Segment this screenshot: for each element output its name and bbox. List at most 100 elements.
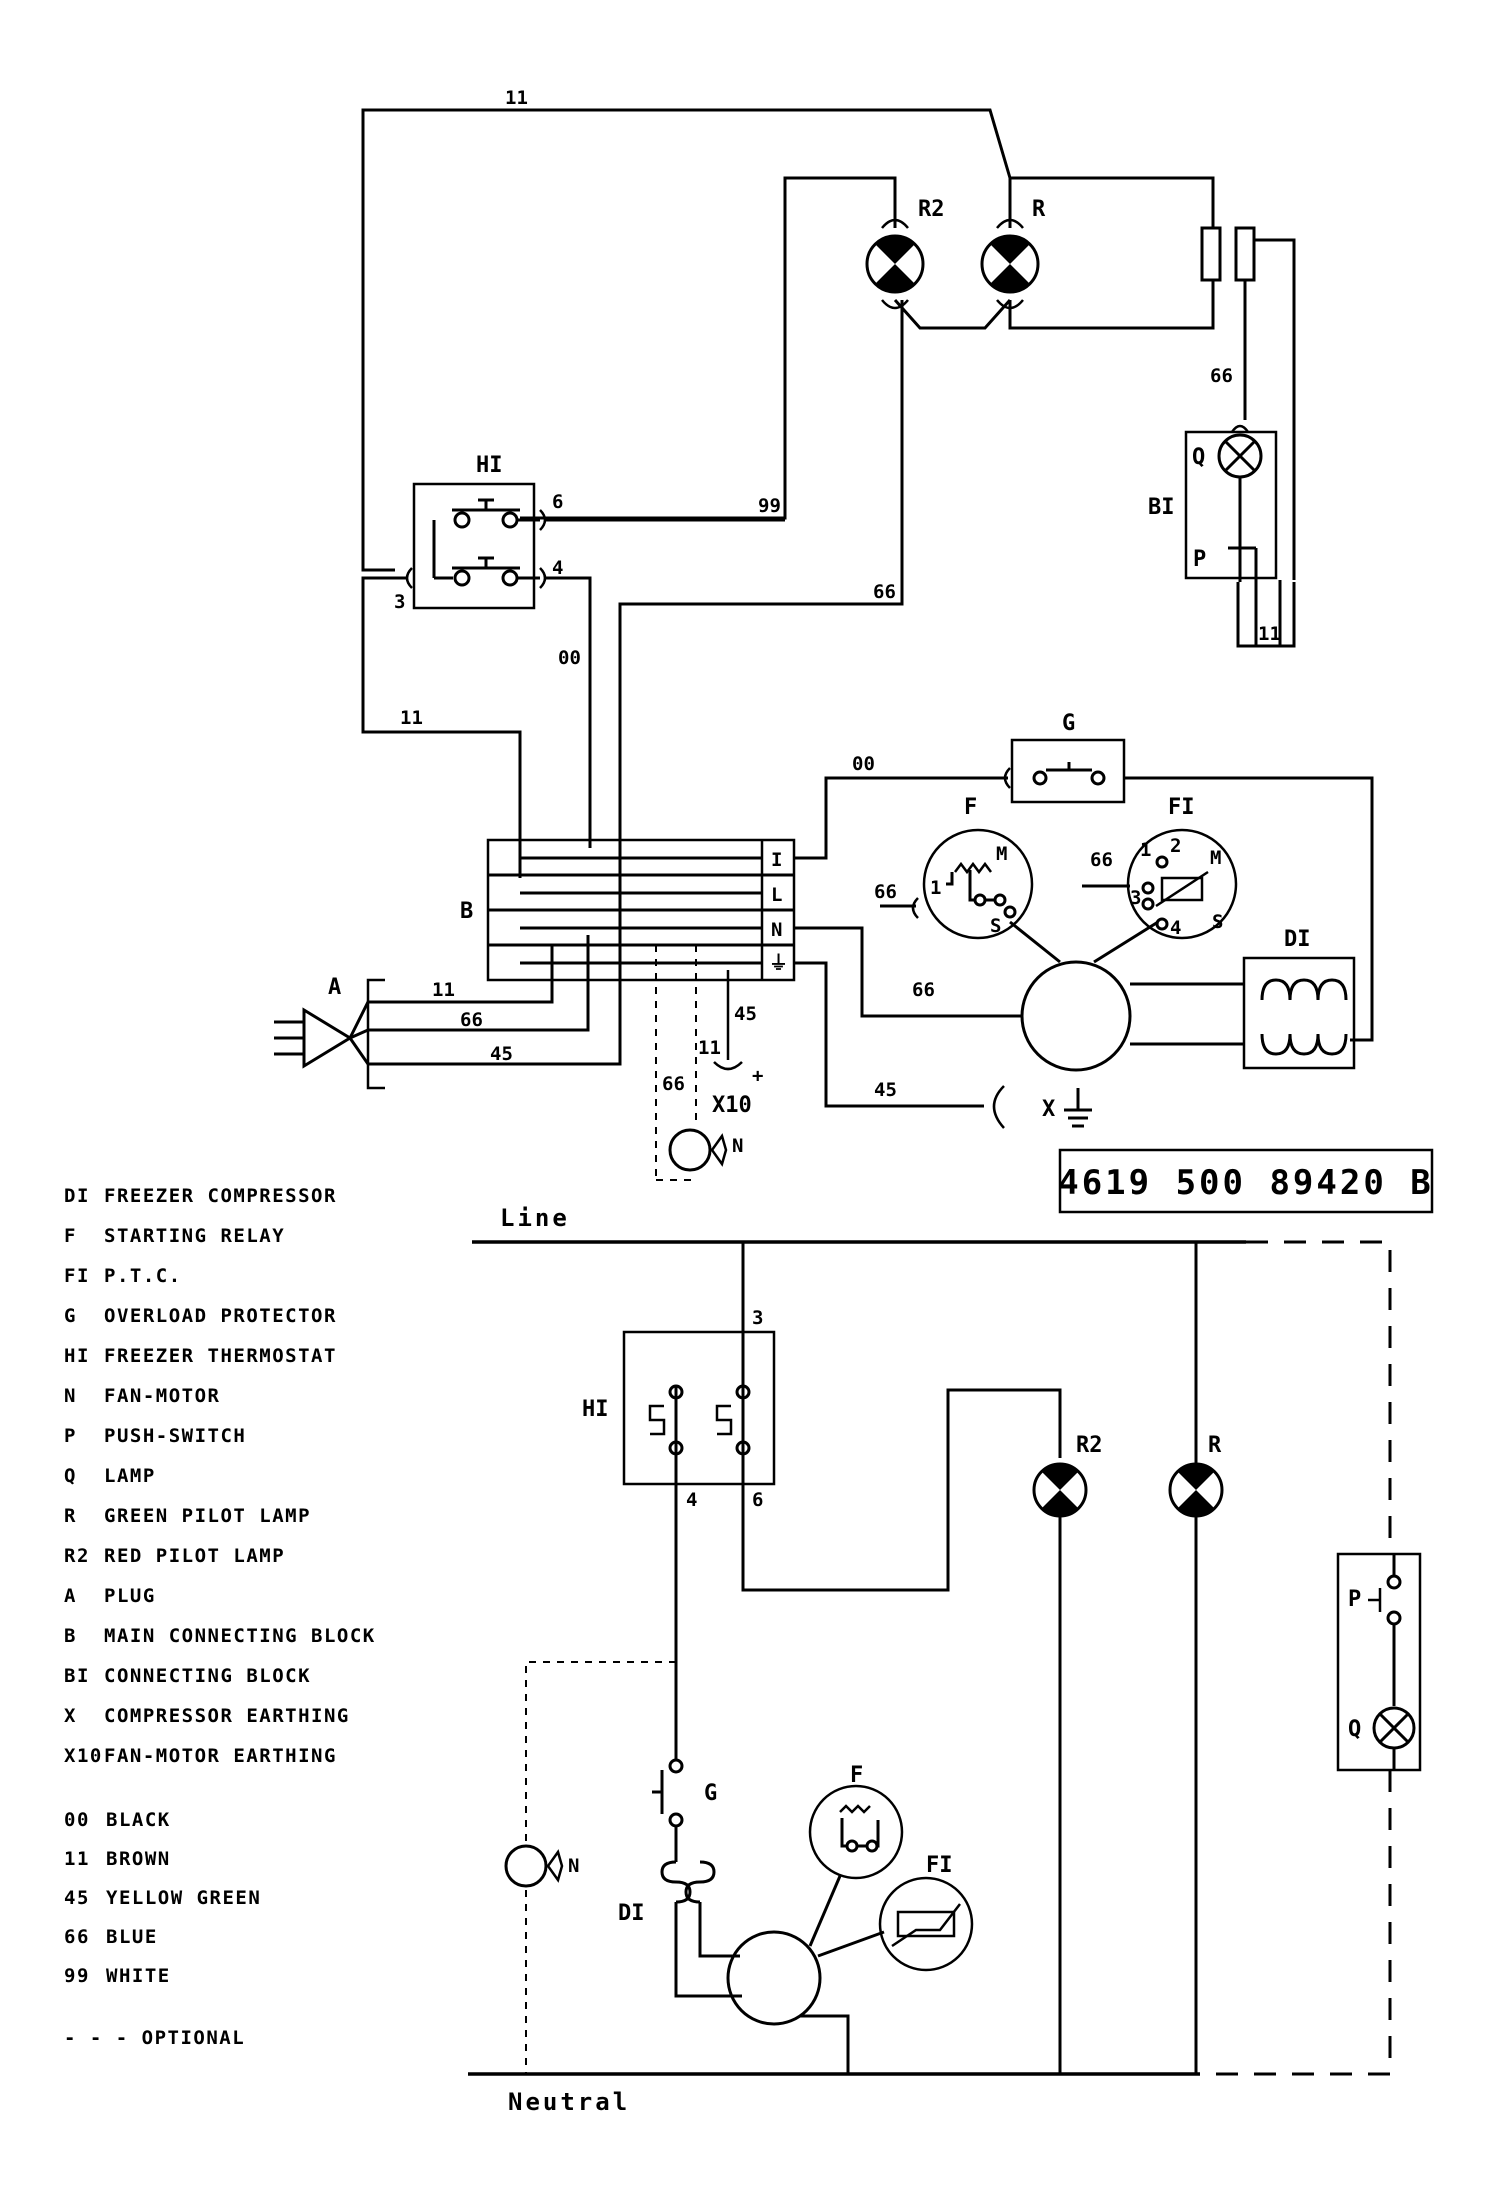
optional-lamp-box: P Q [1336,1552,1422,1772]
legend-text: OVERLOAD PROTECTOR [104,1305,337,1327]
legend-text: CONNECTING BLOCK [104,1665,311,1687]
legend-code: P [64,1425,77,1447]
legend-code: X10 [64,1745,103,1767]
connecting-block-b1: Q P BI [1148,424,1282,648]
wire-label-plug-11: 11 [432,979,455,1001]
color-text: BLUE [106,1926,158,1948]
f1-lower-label: FI [926,1853,953,1878]
color-code: 11 [64,1848,90,1870]
wire-label-11-b1: 11 [1258,623,1281,645]
block-terminal-n: N [771,919,782,941]
compressor-motor-upper [1020,960,1132,1072]
color-code: 45 [64,1887,90,1909]
h1-terminal-3: 3 [394,591,405,613]
h1-lower-terminal-4: 4 [686,1489,697,1511]
color-text: BLACK [106,1809,171,1831]
fan-motor-n-lower: N [504,1844,579,1888]
h1-terminal-6: 6 [552,491,563,513]
compressor-d1-lower: DI [618,1860,742,1998]
legend-code: Q [64,1465,77,1487]
lamp-r2-lower: R2 [1032,1433,1103,1518]
legend-text: FREEZER COMPRESSOR [104,1185,337,1207]
lamp-r2-label: R2 [918,197,945,222]
fan-motor-n-label: N [732,1135,743,1157]
x10-label: X10 [712,1093,752,1118]
fan-motor-n-upper: + 45 11 66 X10 N [655,945,763,1181]
wiring-diagram-upper: 11 99 66 R2 R 66 [274,87,1434,1214]
wire-blue-66-motor [794,926,1022,1018]
f1-terminal-4: 4 [1170,917,1181,939]
fan-motor-circle [668,1128,712,1172]
f1-terminal-2: 2 [1170,835,1181,857]
wire-label-66-b1: 66 [1210,365,1233,387]
legend-code: BI [64,1665,90,1687]
starting-relay-f-upper: F M S 1 66 [874,795,1034,940]
legend-text: MAIN CONNECTING BLOCK [104,1625,376,1647]
f-terminal-1: 1 [930,877,941,899]
lamp-q-label: Q [1192,445,1205,470]
legend-text: RED PILOT LAMP [104,1545,285,1567]
block-terminal-earth: ⏚ [769,952,788,974]
color-text: BROWN [106,1848,171,1870]
legend-text: LAMP [104,1465,156,1487]
legend-text: PUSH-SWITCH [104,1425,246,1447]
color-legend: 00 BLACK 11 BROWN 45 YELLOW GREEN 66 BLU… [64,1809,261,2049]
wire-label-66-r2: 66 [873,581,896,603]
wire-white-99 [520,176,897,520]
wire-b1-right [1254,238,1296,580]
f-terminal-m: M [996,843,1007,865]
wire-yg-45-earth [794,961,984,1108]
connecting-block-b1-label: BI [1148,495,1175,520]
compressor-earthing-x: X [1042,1088,1092,1128]
legend-code: F [64,1225,77,1247]
f1-terminal-m: M [1210,847,1221,869]
color-code: 66 [64,1926,90,1948]
wire-blue-66 [618,300,904,982]
starting-relay-f-label: F [964,795,977,820]
thermostat-h1-label: HI [476,453,503,478]
wire-r2-r-bridge [893,299,1012,330]
legend-code: A [64,1585,77,1607]
wire-label-45-earth: 45 [874,1079,897,1101]
legend-text: COMPRESSOR EARTHING [104,1705,350,1727]
legend-text: FAN-MOTOR [104,1385,220,1407]
f1-terminal-3: 3 [1130,887,1141,909]
legend-code: HI [64,1345,90,1367]
wire-label-66-f1: 66 [1090,849,1113,871]
legend-code: B [64,1625,77,1647]
h1-terminal-4: 4 [552,557,563,579]
legend-text: FREEZER THERMOSTAT [104,1345,337,1367]
lamp-r2-lower-label: R2 [1076,1433,1103,1458]
h1-lower-terminal-6: 6 [752,1489,763,1511]
ptc-f1-upper: FI 1 2 3 4 M S 66 [1082,795,1238,940]
starting-relay-f-lower: F [808,1763,904,1880]
color-code: 00 [64,1809,90,1831]
block-terminal-i: I [771,849,782,871]
lamp-r-lower-label: R [1208,1433,1222,1458]
wire-r-bottom [1008,278,1215,330]
x10-plus: + [752,1065,763,1087]
color-text: YELLOW GREEN [106,1887,261,1909]
legend-text: STARTING RELAY [104,1225,285,1247]
wire-label-plug-66: 66 [460,1009,483,1031]
legend-text: GREEN PILOT LAMP [104,1505,311,1527]
legend-code: X [64,1705,77,1727]
line-rail-label: Line [500,1204,570,1232]
wire-label-99: 99 [758,495,781,517]
connector-b1-left [1200,226,1222,282]
wire-label-11-left: 11 [400,707,423,729]
legend-code: R [64,1505,77,1527]
f-lower-label: F [850,1763,863,1788]
legend: DI FREEZER COMPRESSOR F STARTING RELAY F… [64,1185,376,1767]
f1-terminal-1: 1 [1140,839,1151,861]
wire-black-00 [546,576,592,848]
color-code: 99 [64,1965,90,1987]
wire-label-x10-66: 66 [662,1073,685,1095]
wire-label-x10-11: 11 [698,1037,721,1059]
wire-label-plug-45: 45 [490,1043,513,1065]
part-number-box [1058,1148,1434,1214]
wire-brown-11-left [361,576,522,878]
compressor-earthing-x-label: X [1042,1097,1055,1122]
compressor-motor-lower [726,1930,822,2026]
